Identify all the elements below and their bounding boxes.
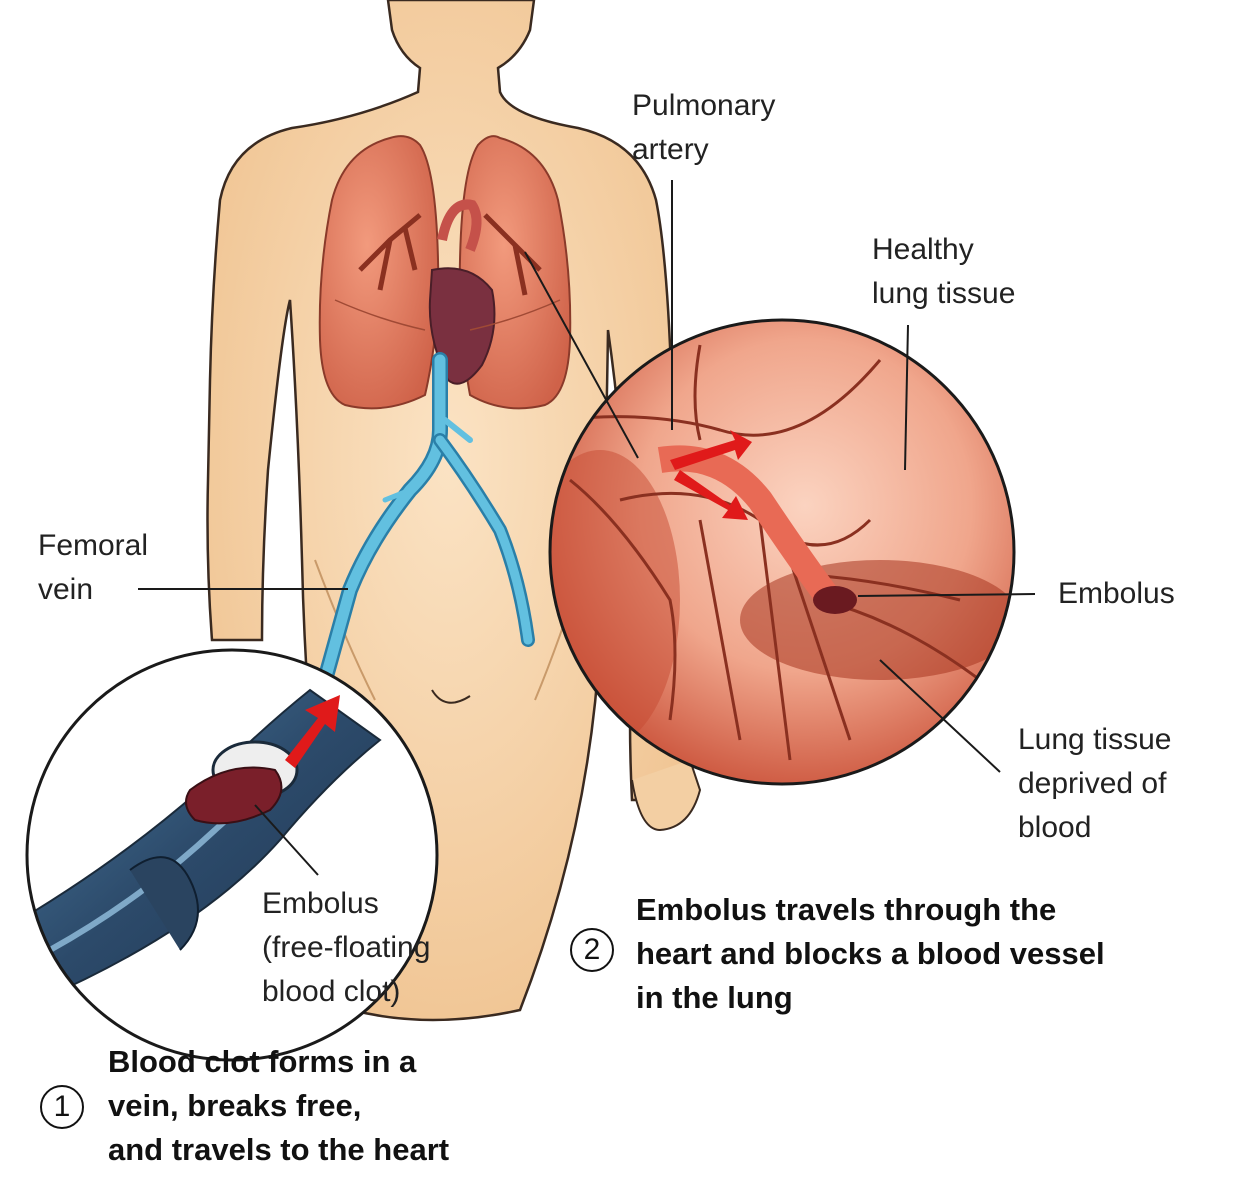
label-embolus-leg: Embolus (free-floating blood clot) [262,887,431,1008]
leg-flow-arrow [285,695,340,768]
label-femoral-vein: Femoral vein [38,529,149,606]
lungs-and-heart [318,135,572,410]
lung-fissure-right [469,299,561,331]
blood-flow-arrows [670,430,752,520]
step-1-caption: Blood clot forms in a vein, breaks free,… [108,1044,450,1167]
leg-vein-magnified-view [25,648,439,1062]
leader-lines [138,180,1036,876]
leader-healthy-tissue [904,324,909,471]
leader-deprived-tissue [879,659,1001,773]
step-2-badge: 2 [570,928,614,972]
step-1-badge: 1 [40,1085,84,1129]
aortic-arch [437,199,482,252]
leg-embolus [185,766,283,825]
leader-lung-to-magnifier [524,251,639,459]
label-pulmonary-artery: Pulmonary artery [632,89,776,166]
label-embolus-lung: Embolus [1058,577,1175,610]
left-lung [318,135,440,410]
lung-embolus [813,586,857,614]
vena-cava-and-femoral-veins [317,352,535,688]
label-healthy-lung-tissue: Healthy lung tissue [872,233,1016,310]
lung-fissure-left [334,299,426,331]
left-bronchi [358,213,422,291]
vein-valve [129,856,199,951]
step-2-caption: Embolus travels through the heart and bl… [636,892,1105,1015]
label-lung-tissue-deprived: Lung tissue deprived of blood [1018,723,1172,844]
leader-embolus-leg [254,804,319,876]
leader-embolus-lung [857,593,1036,597]
hand-right [631,759,702,832]
navel-crease [431,689,471,704]
right-bronchi [483,213,542,296]
